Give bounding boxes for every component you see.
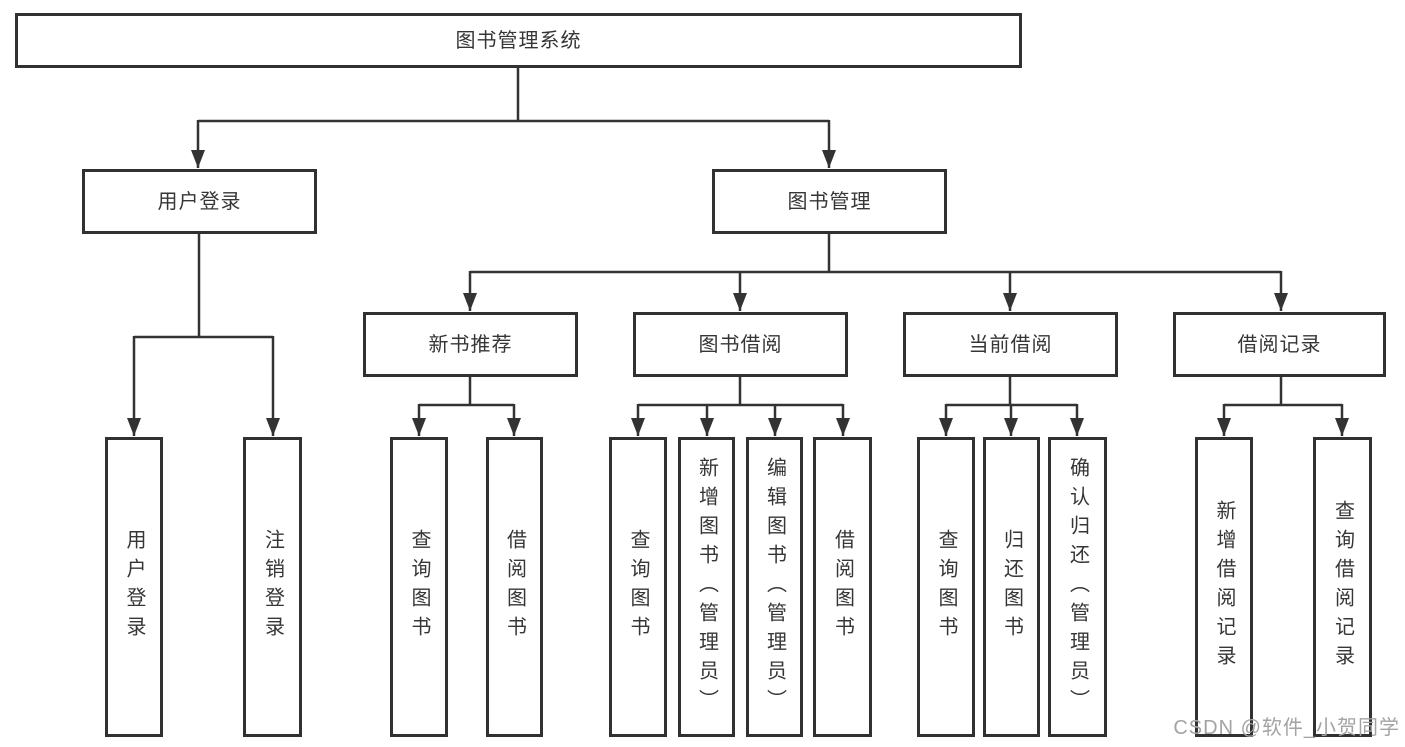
node-new-book-recommend: 新书推荐 — [363, 312, 578, 377]
leaf-edit-books-admin: 编辑图书（管理员） — [746, 437, 803, 737]
leaf-query-books-1: 查询图书 — [390, 437, 448, 737]
leaf-logout: 注销登录 — [243, 437, 302, 737]
leaf-borrow-books-2: 借阅图书 — [813, 437, 872, 737]
node-book-borrowing: 图书借阅 — [633, 312, 848, 377]
leaf-user-login: 用户登录 — [105, 437, 163, 737]
leaf-add-books-admin: 新增图书（管理员） — [678, 437, 735, 737]
node-library-management-system: 图书管理系统 — [15, 13, 1022, 68]
leaf-borrow-books-1: 借阅图书 — [486, 437, 543, 737]
leaf-query-books-2: 查询图书 — [609, 437, 667, 737]
csdn-watermark: CSDN @软件_小贺同学 — [1173, 717, 1400, 739]
leaf-return-books: 归还图书 — [983, 437, 1040, 737]
node-borrowing-records: 借阅记录 — [1173, 312, 1386, 377]
leaf-add-borrow-record: 新增借阅记录 — [1195, 437, 1253, 737]
node-current-borrowing: 当前借阅 — [903, 312, 1118, 377]
leaf-query-books-3: 查询图书 — [917, 437, 975, 737]
node-user-login: 用户登录 — [82, 169, 317, 234]
node-book-management: 图书管理 — [712, 169, 947, 234]
leaf-confirm-return-admin: 确认归还（管理员） — [1048, 437, 1107, 737]
leaf-query-borrow-record: 查询借阅记录 — [1313, 437, 1372, 737]
